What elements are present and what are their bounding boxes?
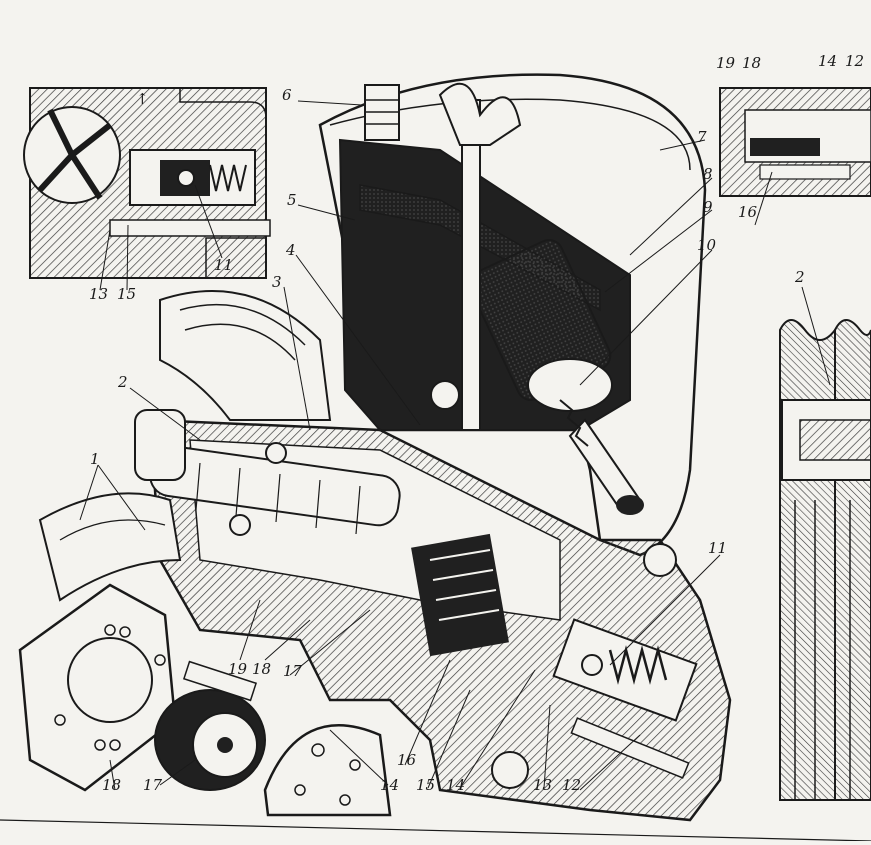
pump-body: [38, 290, 732, 822]
callout-12: 12: [562, 776, 582, 794]
callout-11: 11: [708, 539, 728, 557]
exploded-parts: [0, 583, 871, 842]
fan-blade: [38, 492, 182, 602]
inset-tr-callout-12: 12: [845, 52, 865, 70]
wing-nut: [438, 82, 522, 146]
cam-ring: [263, 724, 392, 817]
inset-pulley-callout-2: 2: [795, 268, 805, 286]
reservoir: [318, 73, 707, 557]
inset-tr-callout-14: 14: [818, 52, 838, 70]
inset-top-right: [719, 87, 871, 226]
inset-body-cavity: [29, 87, 267, 279]
callout-4: 4: [286, 241, 296, 259]
inset-tl-callout-15: 15: [117, 285, 137, 303]
leader-lines: [79, 100, 721, 791]
callout-7: 7: [697, 128, 707, 146]
relief-valve-ball: [581, 654, 603, 676]
callout-1: 1: [90, 450, 100, 468]
relief-valve-bore: [552, 618, 698, 722]
bearing-ball: [265, 442, 287, 464]
inset-tl-callout-11: 11: [214, 256, 234, 274]
filter-element: [359, 184, 601, 312]
pulley-shaft: [799, 419, 871, 461]
piston: [750, 138, 820, 156]
inset-tr-callout-18: 18: [742, 54, 762, 72]
leader-16-inset: [754, 171, 773, 226]
inset-top-left: [23, 87, 271, 291]
valve-spring: [209, 164, 247, 192]
callout-13: 13: [533, 776, 553, 794]
inset-tl-flow-arrow: ↑: [136, 90, 149, 108]
callout-2: 2: [118, 373, 128, 391]
exploded-callout-18: 18: [102, 776, 122, 794]
mount-bolt-3: [430, 380, 460, 410]
filter-end-cap: [527, 358, 613, 412]
rotor-vanes: [37, 108, 112, 200]
callout-15: 15: [416, 776, 436, 794]
callout-3: 3: [272, 273, 282, 291]
leader-15-inset: [126, 224, 129, 291]
pulley-groove-right: [834, 319, 871, 801]
shaft-splines: [195, 462, 361, 535]
leader-11-inset: [194, 184, 223, 259]
inset-tl-callout-13: 13: [89, 285, 109, 303]
outlet-channel: [109, 219, 271, 237]
rotor-part: [154, 660, 266, 791]
ring-groove: [759, 164, 851, 180]
callout-17: 17: [283, 662, 303, 680]
mount-bolt-1: [491, 751, 529, 789]
frame-baseline: [0, 819, 871, 842]
inset-pulley: [779, 286, 871, 801]
stator-bore: [67, 637, 153, 723]
mount-bolt-2: [643, 543, 677, 577]
rotor-vane-lines: [429, 549, 500, 621]
leader-2-pulley: [801, 286, 831, 386]
pulley-groove-left: [779, 319, 836, 801]
callout-9: 9: [703, 198, 713, 216]
shaft-end-nut: [134, 409, 186, 481]
stator-holes: [54, 624, 166, 751]
callout-14: 14: [446, 776, 466, 794]
valve-ball: [177, 169, 195, 187]
pulley-wheel: [159, 290, 332, 421]
callout-6: 6: [282, 86, 292, 104]
callout-18: 18: [252, 660, 272, 678]
center-stud: [461, 99, 481, 431]
leader-13-inset: [99, 229, 111, 291]
relief-valve-spring: [608, 645, 668, 685]
callout-16: 16: [397, 751, 417, 769]
exploded-callout-14: 14: [380, 776, 400, 794]
bearing-ball-2: [229, 514, 251, 536]
callout-8: 8: [703, 165, 713, 183]
valve-rod: [570, 717, 690, 779]
callout-10: 10: [697, 236, 717, 254]
inset-tr-callout-16: 16: [738, 203, 758, 221]
callout-5: 5: [287, 191, 297, 209]
exploded-callout-17: 17: [143, 776, 163, 794]
inset-tr-callout-19: 19: [716, 54, 736, 72]
spring-coil: [559, 399, 589, 447]
callout-19: 19: [228, 660, 248, 678]
outlet-pipe-end: [616, 495, 644, 515]
